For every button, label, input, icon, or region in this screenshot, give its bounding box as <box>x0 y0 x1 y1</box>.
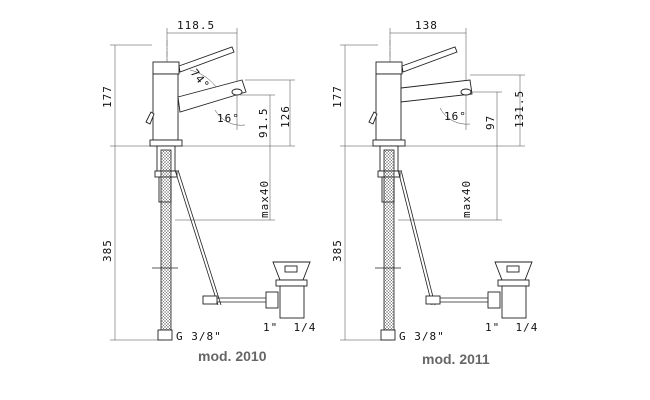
angle-spout: 16° <box>217 112 240 125</box>
faucet-body <box>145 46 247 147</box>
drain-thread: 1" 1/4 <box>485 321 538 334</box>
model-label: mod. 2011 <box>422 351 490 367</box>
dimension-height: 177 <box>331 85 344 108</box>
dimension-spout-low: 91.5 <box>257 108 270 139</box>
drain-thread: 1" 1/4 <box>263 321 316 334</box>
hose-assembly <box>152 145 222 341</box>
dimension-hose-length: 385 <box>101 239 114 262</box>
model-2010-drawing: 118.5 177 126 91.5 74° 16° max40 385 G 3… <box>101 19 316 364</box>
hose-thread: G 3/8" <box>176 330 222 343</box>
model-2011-drawing: 138 177 131.5 97 16° max40 385 G 3/8" 1"… <box>331 19 538 367</box>
dimension-reach: 138 <box>415 19 438 32</box>
dimension-hose-length: 385 <box>331 239 344 262</box>
dimension-max: max40 <box>460 180 473 218</box>
dimension-spout-high: 126 <box>279 105 292 128</box>
hose-assembly <box>375 145 436 341</box>
hose-thread: G 3/8" <box>399 330 445 343</box>
drain-assembly <box>202 261 311 319</box>
model-label: mod. 2010 <box>198 348 267 364</box>
faucet-body <box>368 46 473 147</box>
dimension-reach: 118.5 <box>177 19 215 32</box>
drain-assembly <box>425 261 533 319</box>
dimension-spout-high: 131.5 <box>513 90 526 128</box>
dimension-height: 177 <box>101 85 114 108</box>
dimension-spout-low: 97 <box>484 115 497 130</box>
dimension-max: max40 <box>258 180 271 218</box>
angle-spout: 16° <box>444 110 467 123</box>
